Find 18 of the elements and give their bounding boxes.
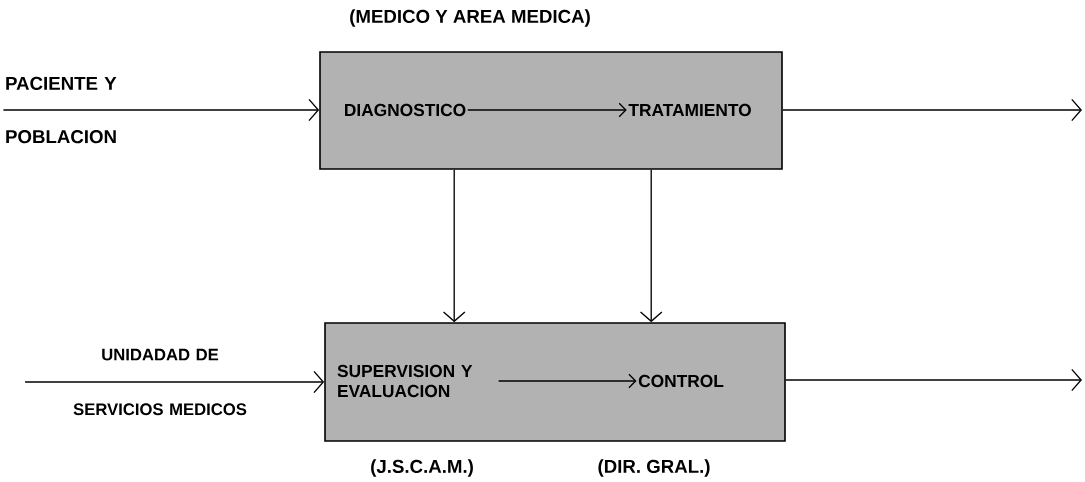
step-label: CONTROL	[638, 374, 724, 388]
step-label: SUPERVISION Y EVALUACION	[337, 364, 473, 398]
step-label: DIAGNOSTICO	[345, 103, 466, 117]
flow-label: UNIDADAD DE SERVICIOS MEDICOS	[73, 348, 247, 416]
arrow	[2, 98, 320, 122]
responsible-label: (J.S.C.A.M.)	[371, 459, 473, 477]
responsible-label: (DIR. GRAL.)	[598, 459, 710, 477]
flow-label: PACIENTE Y POBLACION	[6, 76, 117, 144]
arrow	[782, 98, 1082, 122]
arrow	[24, 370, 325, 394]
arrow	[442, 169, 466, 323]
step-label: TRATAMIENTO	[628, 103, 751, 117]
arrow	[467, 102, 627, 118]
node-label: (MEDICO Y AREA MEDICA)	[350, 9, 590, 27]
arrow	[639, 169, 663, 323]
process-box	[324, 322, 786, 442]
arrow	[785, 368, 1082, 392]
arrow	[497, 373, 637, 389]
